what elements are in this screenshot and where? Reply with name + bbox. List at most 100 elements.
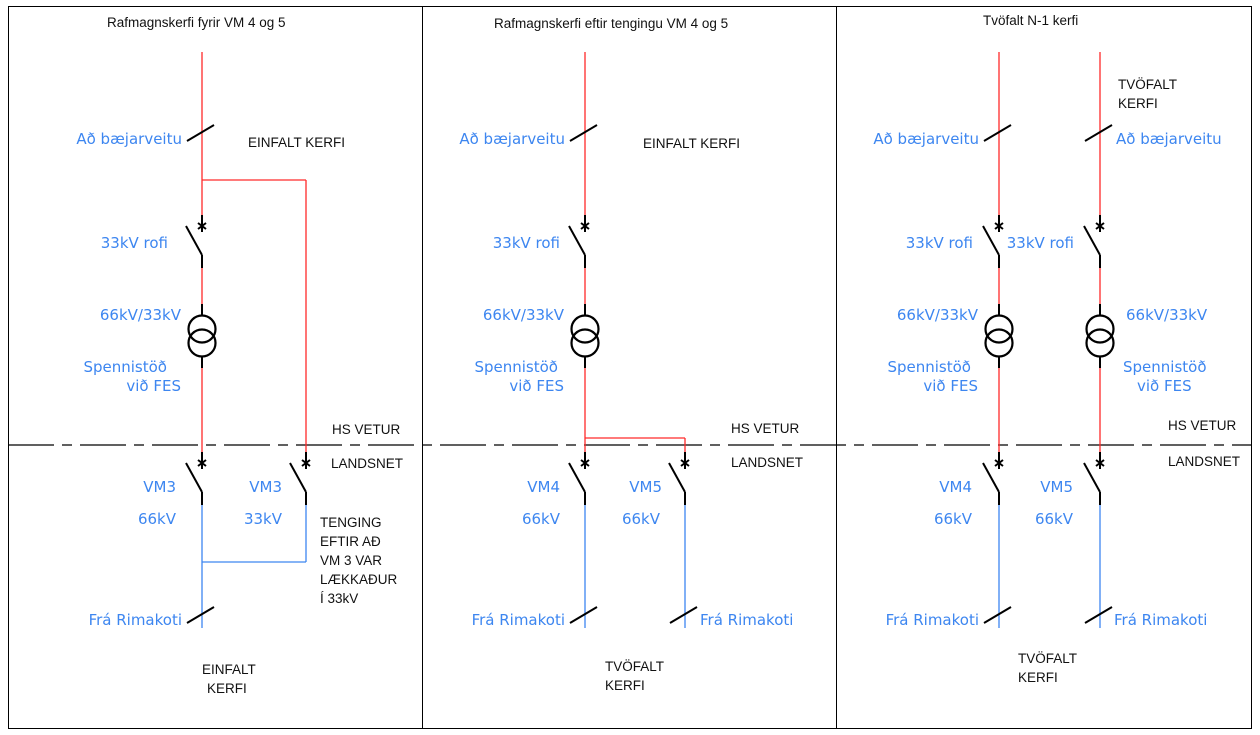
bottom-note: KERFI: [207, 681, 247, 696]
transformer-icon: [984, 314, 1014, 344]
transformer-icon: [187, 314, 217, 344]
bottom-note: KERFI: [605, 678, 645, 693]
note-line: VM 3 VAR: [320, 553, 382, 568]
switch-blade-icon: [982, 225, 1000, 256]
breaker-voltage: 33kV: [244, 510, 283, 528]
switch-x-icon: [197, 222, 207, 230]
note-line: LÆKKAÐUR: [320, 572, 398, 587]
breaker-voltage: 66kV: [522, 510, 561, 528]
diagram-lines: [8, 6, 1252, 729]
panel-before: Rafmagnskerfi fyrir VM 4 og 5 Að bæjarve…: [76, 15, 403, 696]
switch-label: 33kV rofi: [101, 234, 168, 252]
station-label: við FES: [126, 377, 181, 395]
breaker-name: VM4: [939, 478, 972, 496]
breaker-voltage: 66kV: [934, 510, 973, 528]
switch-blade-icon: [185, 462, 203, 493]
transformer-icon: [187, 328, 217, 358]
switch-label: 33kV rofi: [906, 234, 973, 252]
switch-x-icon: [680, 459, 690, 467]
landsnet-label: LANDSNET: [731, 455, 803, 470]
panel-title: Tvöfalt N-1 kerfi: [983, 13, 1078, 28]
switch-label: 33kV rofi: [1007, 234, 1074, 252]
station-label: Spennistöð: [887, 358, 971, 376]
top-note: KERFI: [1118, 96, 1158, 111]
breaker-slash-icon: [569, 606, 598, 624]
source-label: Frá Rimakoti: [700, 611, 793, 629]
station-label: við FES: [509, 377, 564, 395]
transformer-icon: [570, 314, 600, 344]
source-label: Frá Rimakoti: [89, 611, 182, 629]
breaker-name: VM3: [249, 478, 282, 496]
transformer-rating: 66kV/33kV: [483, 306, 565, 324]
hs-label: HS VETUR: [731, 421, 800, 436]
switch-blade-icon: [982, 462, 1000, 493]
switch-x-icon: [197, 459, 207, 467]
feed-label: Að bæjarveitu: [459, 130, 565, 148]
panel-title: Rafmagnskerfi fyrir VM 4 og 5: [107, 15, 286, 30]
note-line: TENGING: [320, 515, 382, 530]
breaker-slash-icon: [186, 124, 215, 142]
switch-x-icon: [301, 459, 311, 467]
transformer-rating: 66kV/33kV: [1126, 306, 1208, 324]
switch-x-icon: [580, 459, 590, 467]
landsnet-label: LANDSNET: [331, 456, 403, 471]
breaker-slash-icon: [1084, 606, 1113, 624]
breaker-slash-icon: [983, 606, 1012, 624]
transformer-icon: [1085, 328, 1115, 358]
switch-x-icon: [994, 459, 1004, 467]
transformer-icon: [570, 328, 600, 358]
transformer-rating: 66kV/33kV: [897, 306, 979, 324]
breaker-voltage: 66kV: [1035, 510, 1074, 528]
hs-label: HS VETUR: [332, 422, 401, 437]
system-note: EINFALT KERFI: [248, 135, 345, 150]
frame-border: [8, 6, 1252, 729]
panel-after: Rafmagnskerfi eftir tengingu VM 4 og 5 A…: [459, 16, 803, 693]
top-note: TVÖFALT: [1118, 77, 1177, 92]
breaker-slash-icon: [569, 124, 598, 142]
switch-x-icon: [1095, 459, 1105, 467]
switch-blade-icon: [568, 225, 586, 256]
station-label: Spennistöð: [1123, 358, 1207, 376]
breaker-slash-icon: [669, 606, 698, 624]
station-label: Spennistöð: [83, 358, 167, 376]
landsnet-label: LANDSNET: [1168, 454, 1240, 469]
station-label: við FES: [1137, 377, 1192, 395]
switch-blade-icon: [568, 462, 586, 493]
switch-blade-icon: [1083, 225, 1101, 256]
breaker-slash-icon: [1084, 124, 1113, 142]
switch-label: 33kV rofi: [493, 234, 560, 252]
bottom-note: TVÖFALT: [605, 659, 664, 674]
note-line: Í 33kV: [320, 591, 358, 606]
breaker-name: VM3: [143, 478, 176, 496]
hs-label: HS VETUR: [1168, 418, 1237, 433]
switch-x-icon: [1095, 222, 1105, 230]
source-label: Frá Rimakoti: [886, 611, 979, 629]
source-label: Frá Rimakoti: [472, 611, 565, 629]
switch-blade-icon: [185, 225, 203, 256]
breaker-name: VM5: [629, 478, 662, 496]
breaker-slash-icon: [983, 124, 1012, 142]
breaker-slash-icon: [186, 606, 215, 624]
bottom-note: TVÖFALT: [1018, 651, 1077, 666]
switch-blade-icon: [668, 462, 686, 493]
transformer-icon: [984, 328, 1014, 358]
transformer-icon: [1085, 314, 1115, 344]
system-note: EINFALT KERFI: [643, 136, 740, 151]
station-label: við FES: [923, 377, 978, 395]
station-label: Spennistöð: [474, 358, 558, 376]
breaker-name: VM5: [1040, 478, 1073, 496]
feed-label: Að bæjarveitu: [873, 130, 979, 148]
transformer-rating: 66kV/33kV: [100, 306, 182, 324]
breaker-voltage: 66kV: [138, 510, 177, 528]
bottom-note: KERFI: [1018, 670, 1058, 685]
bottom-note: EINFALT: [202, 662, 256, 677]
switch-x-icon: [994, 222, 1004, 230]
feed-label: Að bæjarveitu: [76, 130, 182, 148]
note-line: EFTIR AÐ: [320, 534, 381, 549]
switch-x-icon: [580, 222, 590, 230]
source-label: Frá Rimakoti: [1114, 611, 1207, 629]
panel-title: Rafmagnskerfi eftir tengingu VM 4 og 5: [494, 16, 728, 31]
panel-n1: Tvöfalt N-1 kerfi TVÖFALT KERFI Að bæjar…: [873, 13, 1240, 685]
